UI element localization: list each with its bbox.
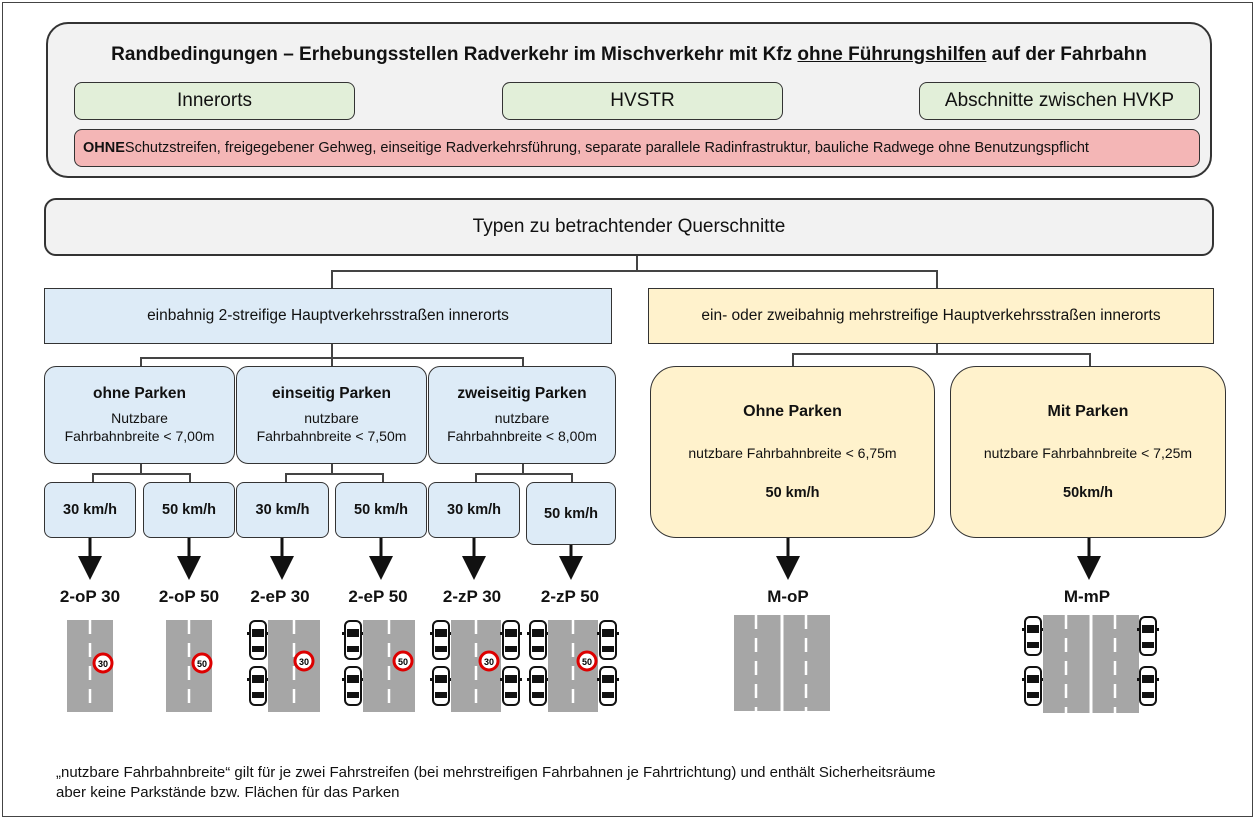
category-text: Fahrbahnbreite < 7,50m (256, 428, 407, 444)
code-2zp30: 2-zP 30 (442, 587, 502, 606)
speed-box-2zp50: 50 km/h (526, 482, 616, 545)
category-multi-mit-parken: Mit Parken nutzbare Fahrbahnbreite < 7,2… (950, 366, 1226, 538)
code-2op50: 2-oP 50 (158, 587, 220, 606)
connector (636, 256, 638, 271)
sign-label: 50 (582, 657, 592, 667)
category-multi-ohne-parken: Ohne Parken nutzbare Fahrbahnbreite < 6,… (650, 366, 935, 538)
exclusion-box: OHNE Schutzstreifen, freigegebener Gehwe… (74, 129, 1200, 167)
connector (571, 473, 573, 483)
branch-left-header: einbahnig 2-streifige Hauptverkehrsstraß… (44, 288, 612, 344)
branch-right-header: ein- oder zweibahnig mehrstreifige Haupt… (648, 288, 1214, 344)
connector (331, 344, 333, 358)
connector (140, 464, 142, 474)
category-text: nutzbare (494, 410, 550, 426)
category-ohne-parken: ohne Parken Nutzbare Fahrbahnbreite < 7,… (44, 366, 235, 464)
speed-sign: 50 (191, 652, 213, 674)
connector (522, 464, 524, 474)
code-2ep50: 2-eP 50 (348, 587, 408, 606)
connector (1089, 353, 1091, 366)
speed-label: 50 km/h (765, 485, 820, 501)
connector (285, 473, 287, 483)
tag-hvstr: HVSTR (502, 82, 783, 120)
code-mop: M-oP (767, 587, 809, 606)
road-2ep30: 30 (246, 620, 320, 712)
code-2op30: 2-oP 30 (59, 587, 121, 606)
connector (936, 344, 938, 354)
sign-label: 30 (299, 657, 309, 667)
category-title: zweiseitig Parken (457, 385, 587, 402)
tag-innerorts: Innerorts (74, 82, 355, 120)
code-2zp50: 2-zP 50 (540, 587, 600, 606)
speed-sign: 30 (293, 650, 315, 672)
sign-label: 30 (98, 659, 108, 669)
category-title: Ohne Parken (743, 403, 842, 420)
code-mmp: M-mP (1063, 587, 1111, 606)
speed-sign: 50 (392, 650, 414, 672)
connector (331, 270, 333, 288)
connector (140, 357, 142, 367)
road-2ep50: 50 (341, 620, 415, 712)
speed-label: 50km/h (1063, 485, 1113, 501)
speed-sign: 50 (576, 650, 598, 672)
speed-sign: 30 (92, 652, 114, 674)
category-text: nutzbare Fahrbahnbreite < 7,25m (983, 445, 1193, 461)
connector (936, 270, 938, 288)
connector (92, 473, 189, 475)
connector (382, 473, 384, 483)
footnote-line: „nutzbare Fahrbahnbreite“ gilt für je zw… (56, 764, 936, 781)
sign-label: 50 (398, 657, 408, 667)
tag-abschnitte: Abschnitte zwischen HVKP (919, 82, 1200, 120)
category-einseitig-parken: einseitig Parken nutzbare Fahrbahnbreite… (236, 366, 427, 464)
code-2ep30: 2-eP 30 (250, 587, 310, 606)
speed-box-2op50: 50 km/h (143, 482, 235, 538)
connector (331, 270, 936, 272)
sign-label: 30 (484, 657, 494, 667)
road-2zp30: 30 (429, 620, 523, 712)
connector (331, 357, 333, 367)
category-title: Mit Parken (1047, 403, 1129, 420)
road-2op50: 50 (164, 618, 214, 714)
connector (475, 473, 571, 475)
road-2zp50: 50 (526, 620, 620, 712)
road-2op30: 30 (65, 618, 115, 714)
connector (285, 473, 382, 475)
connector (522, 357, 524, 367)
footnote: „nutzbare Fahrbahnbreite“ gilt für je zw… (56, 763, 936, 803)
sign-label: 50 (197, 659, 207, 669)
category-title: einseitig Parken (272, 385, 391, 402)
road-mop (734, 615, 830, 711)
speed-sign: 30 (478, 650, 500, 672)
category-text: Nutzbare (111, 410, 168, 426)
category-title: ohne Parken (92, 385, 187, 402)
category-zweiseitig-parken: zweiseitig Parken nutzbare Fahrbahnbreit… (428, 366, 616, 464)
footnote-line: aber keine Parkstände bzw. Flächen für d… (56, 784, 400, 801)
speed-box-2ep50: 50 km/h (335, 482, 427, 538)
types-header: Typen zu betrachtender Querschnitte (44, 198, 1214, 256)
connector (792, 353, 1089, 355)
conditions-title: Randbedingungen – Erhebungsstellen Radve… (111, 44, 1147, 65)
connector (189, 473, 191, 483)
speed-box-2ep30: 30 km/h (236, 482, 329, 538)
category-text: nutzbare Fahrbahnbreite < 6,75m (688, 445, 897, 461)
connector (92, 473, 94, 483)
category-text: nutzbare (304, 410, 359, 426)
road-mmp (1021, 615, 1160, 713)
connector (331, 464, 333, 474)
category-text: Fahrbahnbreite < 8,00m (447, 428, 597, 444)
connector (475, 473, 477, 483)
category-text: Fahrbahnbreite < 7,00m (64, 428, 215, 444)
speed-box-2zp30: 30 km/h (428, 482, 520, 538)
speed-box-2op30: 30 km/h (44, 482, 136, 538)
connector (792, 353, 794, 366)
